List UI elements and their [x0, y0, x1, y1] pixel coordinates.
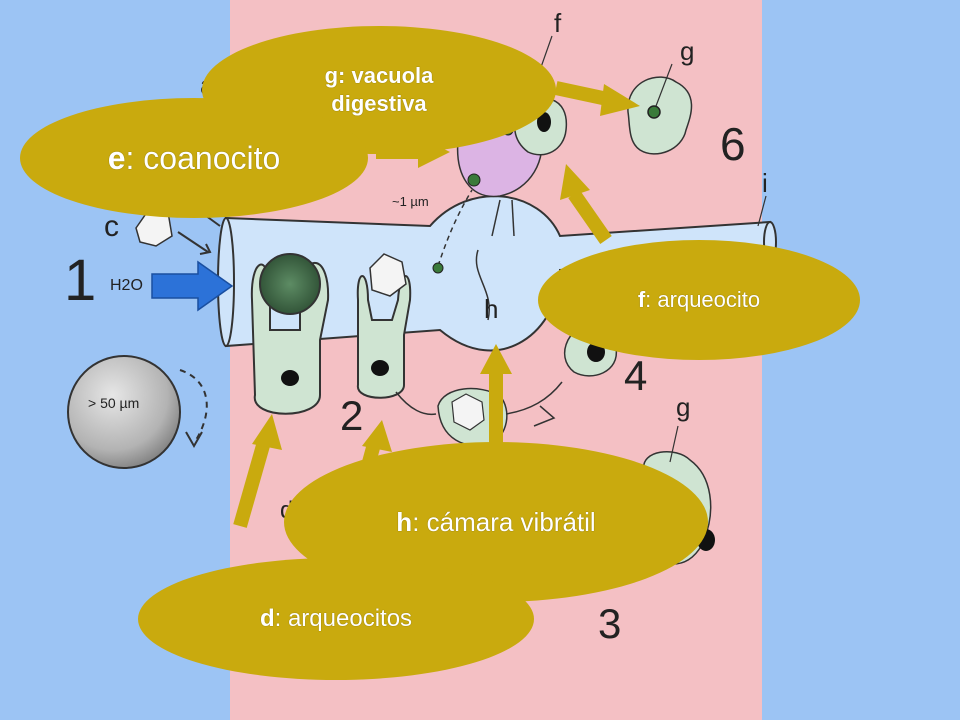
label-line [655, 63, 673, 107]
particle-path [437, 189, 473, 267]
callout-h-text: : cámara vibrátil [412, 506, 596, 537]
callout-g-text: : vacuola [338, 63, 434, 88]
ingested-particle [259, 253, 321, 315]
arrowhead-f [560, 164, 590, 200]
arrowhead-g [600, 84, 640, 116]
label-f: f [554, 8, 562, 38]
callout-arqueocitos: d: arqueocitos [138, 558, 534, 680]
arrowhead [199, 243, 212, 255]
arrowhead-d1 [252, 414, 282, 450]
callout-f-letter: f [637, 287, 646, 312]
label-g-top: g [680, 36, 694, 66]
water-inflow-arrow [151, 260, 234, 312]
callout-d-text: : arqueocitos [274, 605, 413, 632]
archaeocyte-nucleus [537, 112, 551, 132]
arrow-d-to-archaeocytes [233, 440, 271, 528]
inflow-arrow [177, 231, 209, 253]
label-size-large: > 50 µm [88, 395, 139, 411]
rejection-path [179, 369, 208, 441]
choanocyte-nucleus-2 [371, 360, 389, 376]
label-line [669, 425, 679, 463]
arrowhead-h [480, 344, 512, 374]
callout-e-letter: e [107, 139, 126, 176]
arrowhead [185, 431, 203, 449]
arrow-f-to-archaeocyte [568, 190, 612, 244]
flagellum [511, 199, 515, 237]
process-arrow [395, 391, 437, 416]
arrowhead-d2 [362, 420, 392, 452]
callout-camara-vibratil: h: cámara vibrátil [284, 442, 708, 602]
callout-f-text: : arqueocito [645, 287, 761, 312]
label-g-bottom: g [676, 392, 690, 422]
label-h: h [484, 294, 498, 324]
choanocyte-nucleus-1 [281, 370, 299, 386]
label-line [757, 195, 767, 227]
flagellum [491, 199, 501, 237]
engulfed-particle [451, 393, 485, 431]
callout-g-text2: digestiva [331, 91, 427, 116]
particle [432, 262, 444, 274]
food-particle [369, 253, 407, 297]
callout-d-letter: d [259, 605, 275, 632]
callout-h-letter: h [396, 506, 413, 537]
label-water: H2O [110, 277, 143, 294]
flagellum [475, 249, 490, 321]
label-c: c [104, 210, 119, 243]
arrowhead [533, 405, 556, 427]
label-size-small: ~1 µm [392, 194, 429, 209]
label-1: 1 [64, 248, 96, 313]
digestive-vacuole [647, 105, 661, 119]
process-arrow [505, 381, 563, 415]
callout-arqueocito: f: arqueocito [538, 240, 860, 360]
label-6: 6 [720, 118, 746, 170]
choanocyte-cell-2 [356, 275, 412, 399]
large-particle [67, 355, 181, 469]
label-2: 2 [340, 392, 363, 439]
label-i: i [762, 168, 768, 198]
label-4: 4 [624, 352, 647, 399]
vacuole [467, 173, 481, 187]
callout-coanocito: e: coanocito [20, 98, 368, 218]
callout-e-text: : coanocito [125, 139, 281, 176]
callout-g-letter: g [324, 63, 339, 88]
label-3: 3 [598, 600, 621, 647]
